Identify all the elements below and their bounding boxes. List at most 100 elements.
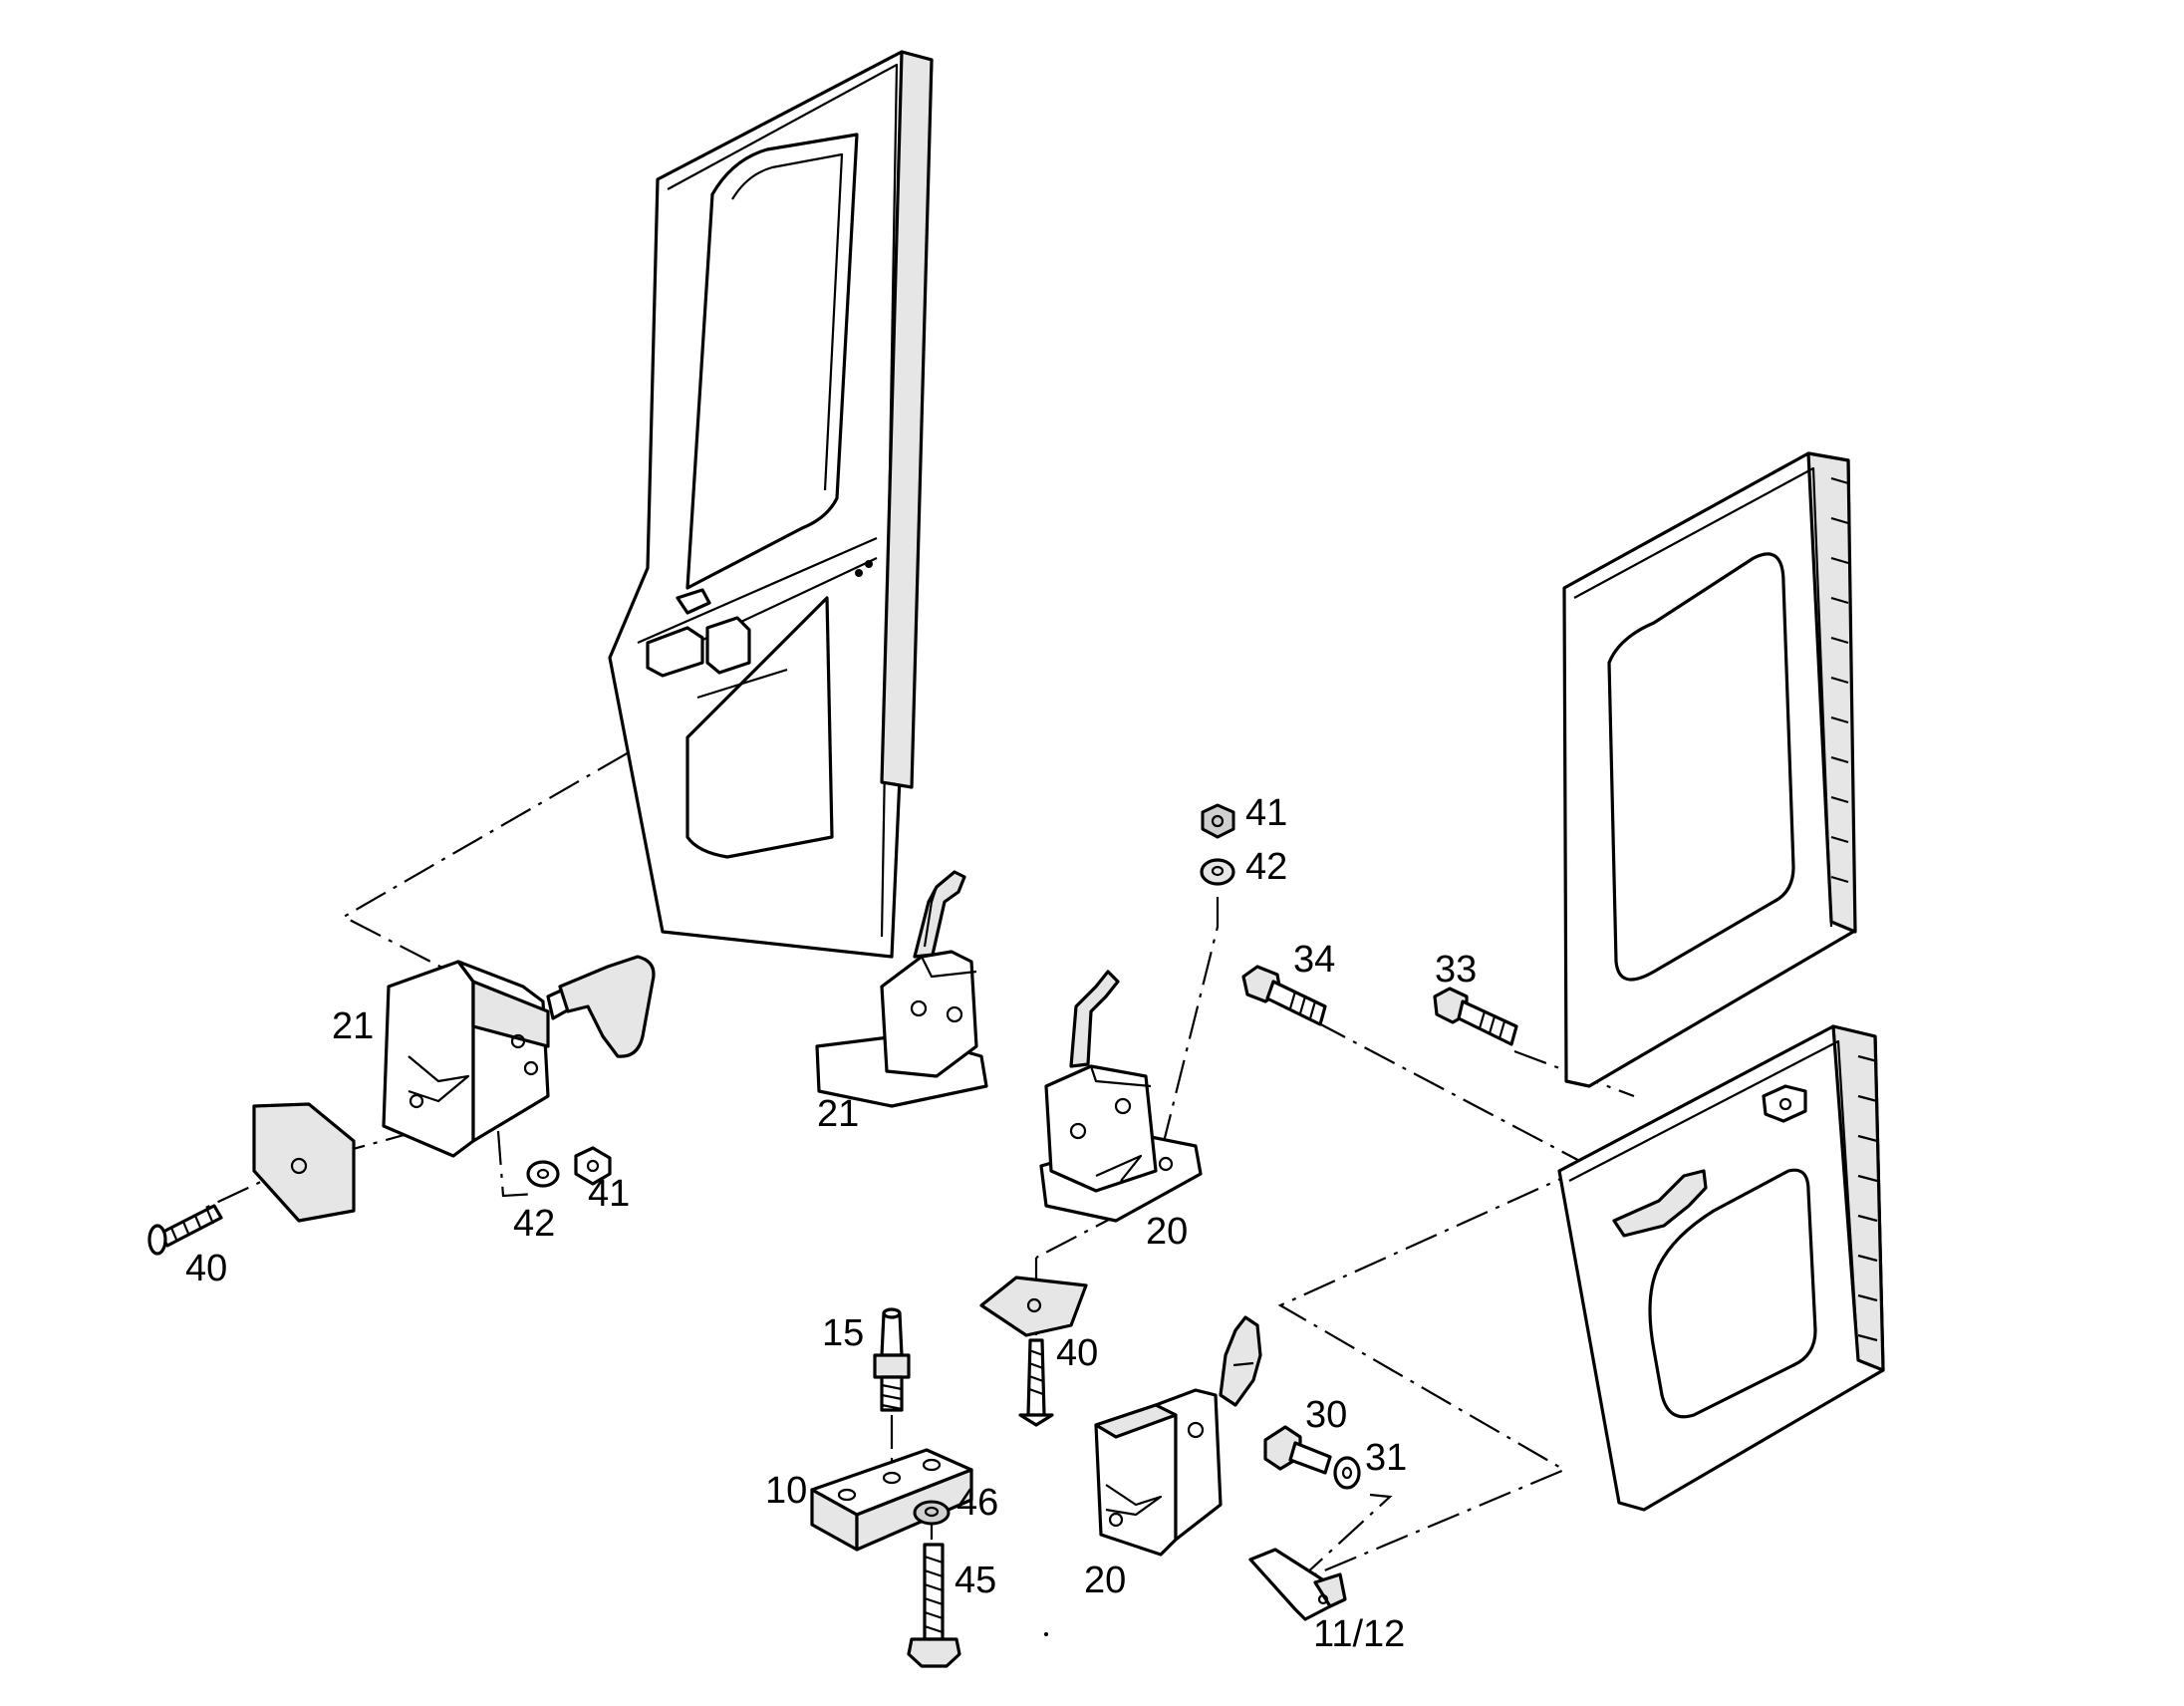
stud-15 [873,1307,911,1412]
latch-21-left-top-face [471,980,550,1048]
leader-bolt34-to-door [1314,1020,1590,1167]
washer-31 [1333,1456,1361,1490]
door-right-upper-inner-edge [1573,466,1833,928]
backing-plate-left-hole [290,1157,308,1175]
callout-11-12: 11/12 [1313,1613,1405,1655]
backing-plate-middle-hole [1026,1297,1042,1313]
washer-46 [913,1500,951,1526]
latch-20-middle-hole-3 [1158,1156,1174,1172]
leader-nut41-to-latch20 [1159,897,1220,1155]
latch-21-middle-handle [913,870,966,959]
bolt-45-head [907,1637,961,1668]
screw-40-left-head [147,1224,167,1256]
latch-21-left-body-front [382,960,475,1158]
door-left-rivet-1 [855,569,863,577]
door-left-side-edge [880,50,934,789]
stud-15-collar [873,1353,911,1379]
bracket-11-12-hole [1317,1593,1329,1605]
leader-washer31-to-bracket [1304,1493,1393,1575]
callout-40-middle: 40 [1056,1332,1098,1374]
bolt-30 [1263,1425,1332,1475]
nut-41-top-hole [1211,814,1225,828]
callout-30: 30 [1305,1394,1347,1436]
callout-40-left: 40 [185,1248,227,1289]
stray-dot [1044,1632,1048,1636]
screw-40-middle-thread [1028,1348,1044,1396]
latch-20-middle-edge [1089,1065,1152,1088]
latch-21-left-handle [558,955,656,1058]
door-left-lock-tab [676,588,711,615]
leader-latch21-to-plate [298,1129,419,1166]
leader-door-to-bracket [1277,1164,1590,1576]
bolt-45-thread [924,1555,944,1634]
washer-46-hole [924,1506,940,1518]
callout-33: 33 [1435,949,1477,991]
bolt-34-thread [1288,991,1317,1019]
latch-21-middle-edge [921,956,977,979]
latch-21-left-jaw [408,1055,470,1103]
door-left-assembly [608,50,934,959]
door-left-lock-catch [705,616,751,675]
screw-40-left-thread [169,1209,215,1243]
washer-31-hole [1341,1466,1353,1480]
block-10-hole-1 [837,1488,857,1502]
latch-21-middle-handle-grip [923,886,939,948]
latch-20-bottom-hole-1 [1187,1421,1205,1439]
latch-20-bottom-jaw [1105,1484,1163,1517]
door-left-upper-window [685,133,859,590]
latch-20-bottom-top [1094,1403,1178,1439]
door-right-lower-lock-hole [1778,1097,1792,1111]
bolt-33-shank [1457,999,1518,1046]
nut-41-top [1201,803,1235,839]
callout-34: 34 [1293,939,1335,981]
latch-20-bottom-handle-grip [1232,1361,1254,1367]
door-right-upper-window [1607,552,1795,982]
door-left-crossbar [637,536,878,645]
callout-20-middle: 20 [1146,1211,1188,1253]
leader-latch21-to-washer42 [496,1130,537,1198]
latch-20-middle-jaw [1095,1154,1143,1182]
block-10 [810,1448,973,1552]
stud-15-pin [880,1311,904,1357]
door-left-lock-rod [696,668,788,700]
nut-41-left-hole [586,1159,600,1173]
callout-21-middle: 21 [817,1093,859,1135]
latch-20-middle-hole-2 [1114,1097,1132,1115]
latch-20-middle-hole-1 [1069,1122,1087,1140]
door-right-lower-hinge-knuckles [1857,1054,1878,1342]
latch-20-middle-handle [1069,970,1120,1068]
screw-40-middle-head [1018,1413,1054,1427]
bolt-45 [907,1543,961,1668]
bolt-34-shank [1265,980,1327,1026]
callout-21-left: 21 [332,1005,374,1047]
screw-40-left [147,1204,223,1256]
screw-40-left-shank [157,1204,223,1248]
latch-21-left [382,955,656,1158]
latch-21-middle-hole-2 [946,1005,963,1023]
callout-10: 10 [765,1470,807,1512]
door-right-lower-lock [1762,1084,1807,1123]
washer-42-left-hole [536,1168,550,1180]
stud-15-thread-lines [881,1383,903,1411]
door-left-lower-window [685,596,834,859]
door-left-rivet-2 [865,560,873,568]
door-right-lower-hinge-edge [1831,1024,1885,1372]
bracket-11-12-tab [1313,1572,1347,1608]
block-10-hole-2 [882,1471,902,1485]
latch-21-middle-hole-1 [910,999,928,1017]
latch-21-left-hole-1 [510,1033,526,1049]
washer-42-top-hole [1211,865,1225,877]
callout-45: 45 [955,1560,996,1601]
latch-20-bottom [1094,1315,1262,1557]
bracket-11-12 [1248,1548,1347,1621]
door-right-lower-handle [1612,1169,1708,1238]
door-right-upper [1562,451,1857,1088]
bolt-33 [1433,987,1518,1046]
callout-46: 46 [956,1482,998,1524]
door-right-upper-hinge-edge [1806,451,1857,934]
latch-20-bottom-handle [1219,1315,1262,1407]
latch-20-bottom-hole-2 [1108,1512,1124,1528]
callout-20-bottom: 20 [1084,1560,1126,1601]
callout-15: 15 [822,1312,864,1354]
